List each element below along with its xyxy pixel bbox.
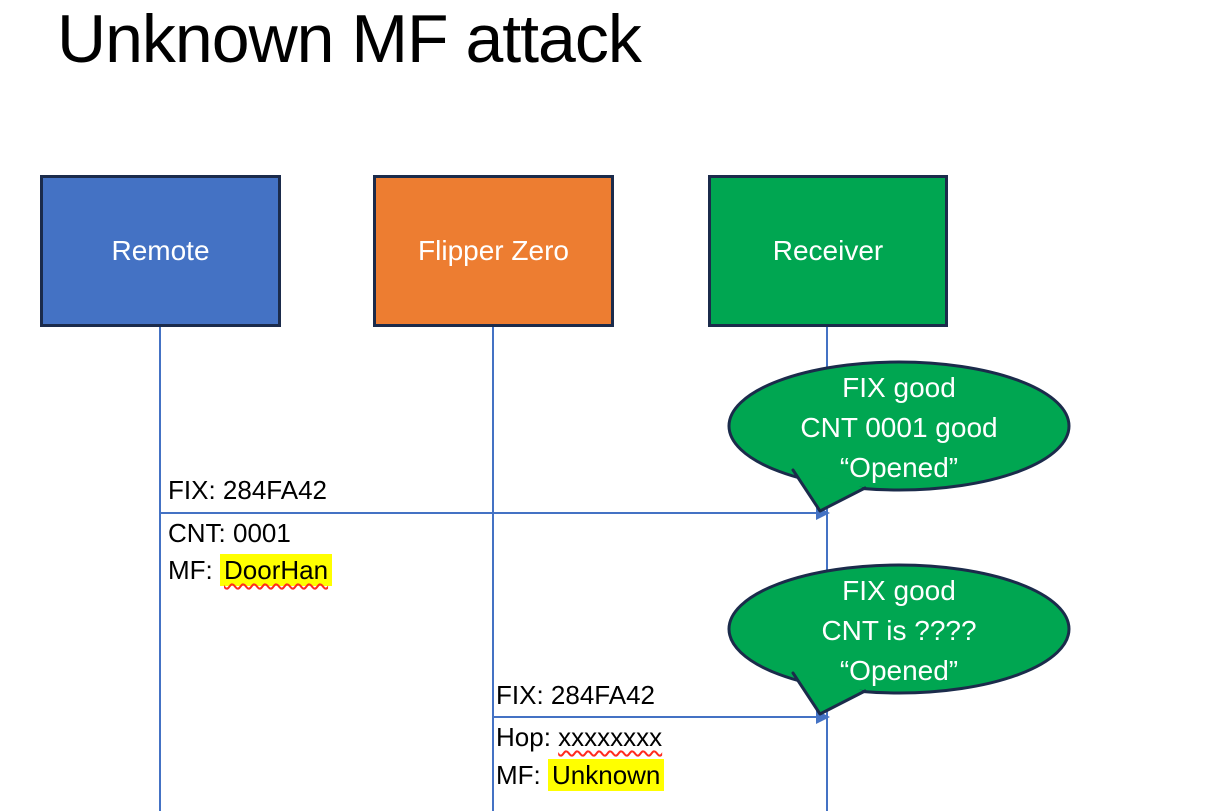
message2-arrow-line [493,716,817,718]
bubble2-line1: FIX good [842,575,956,606]
actor-label-receiver: Receiver [772,235,884,266]
speech-bubble-2 [727,563,1071,716]
actor-box-receiver: Receiver [708,175,948,327]
bubble2-line2: CNT is ???? [821,615,977,646]
lifeline-remote [159,327,161,811]
actor-label-remote: Remote [111,235,210,266]
message1-fix-label: FIX: 284FA42 [168,475,327,505]
actor-box-remote: Remote [40,175,281,327]
page-title: Unknown MF attack [57,1,642,77]
message2-hop-prefix: Hop: [496,722,559,752]
message1-arrow-line [160,512,817,514]
lifeline-flipper-zero [492,327,494,811]
actor-box-flipper-zero: Flipper Zero [373,175,614,327]
bubble1-line3: “Opened” [839,452,959,483]
speech-bubble-ellipse [727,563,1071,695]
bubble1-line2: CNT 0001 good [800,412,998,443]
message1-mf-value-highlighted: DoorHan [220,554,333,586]
actor-label-flipper-zero: Flipper Zero [418,235,569,266]
speech-bubble-ellipse [727,360,1071,492]
speech-bubble-tail [791,468,867,513]
speech-bubble-2-text: FIX good CNT is ???? “Opened” [729,569,1069,693]
message1-cnt-label: CNT: 0001 [168,518,291,548]
speech-bubble-1-text: FIX good CNT 0001 good “Opened” [729,366,1069,490]
message2-mf-label: MF: Unknown [496,759,665,792]
message2-hop-label: Hop: xxxxxxxx [496,721,662,754]
bubble1-line1: FIX good [842,372,956,403]
message2-mf-value-highlighted: Unknown [548,759,665,791]
message2-fix-label: FIX: 284FA42 [496,680,655,710]
lifeline-receiver [826,327,828,811]
message1-mf-prefix: MF: [168,555,220,585]
bubble2-line3: “Opened” [839,655,959,686]
speech-bubble-1 [727,360,1071,513]
speech-bubble-tail [791,671,867,716]
message2-mf-prefix: MF: [496,760,548,790]
message1-mf-label: MF: DoorHan [168,554,333,587]
message2-hop-value: xxxxxxxx [558,722,663,752]
